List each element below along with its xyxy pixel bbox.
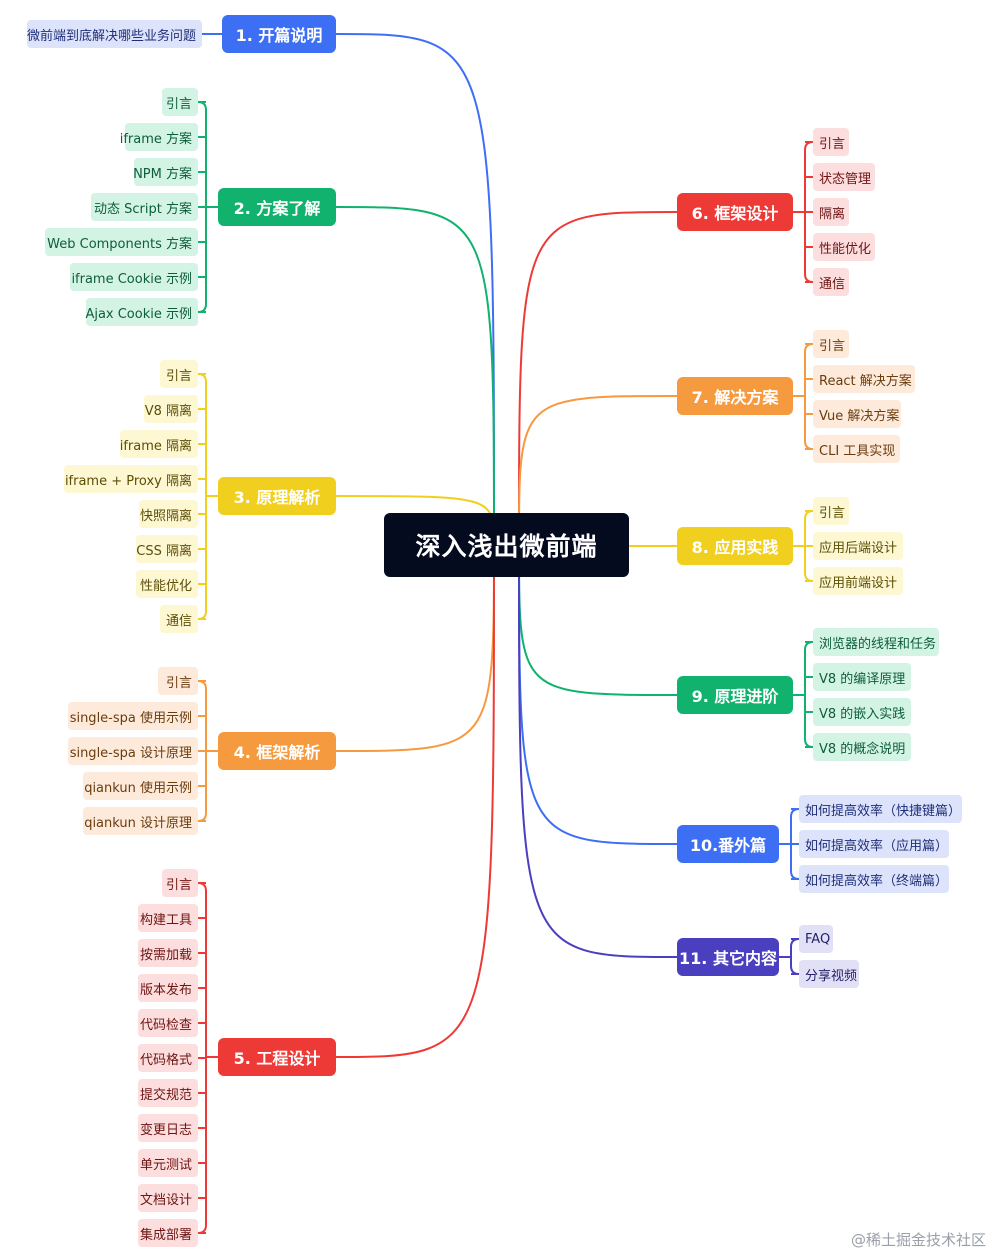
leaf-topic[interactable]: 版本发布 — [138, 974, 198, 1002]
leaf-topic[interactable]: 如何提高效率（终端篇） — [799, 865, 949, 893]
root-branch-connector — [518, 395, 678, 546]
leaf-topic[interactable]: iframe + Proxy 隔离 — [64, 465, 198, 493]
leaf-topic[interactable]: 单元测试 — [138, 1149, 198, 1177]
leaf-trunk-line — [790, 938, 800, 975]
leaf-topic[interactable]: 文档设计 — [138, 1184, 198, 1212]
leaf-topic[interactable]: V8 的编译原理 — [813, 663, 911, 691]
leaf-topic[interactable]: 变更日志 — [138, 1114, 198, 1142]
leaf-topic[interactable]: 通信 — [160, 605, 198, 633]
leaf-topic[interactable]: FAQ — [799, 925, 833, 953]
leaf-topic[interactable]: V8 隔离 — [144, 395, 198, 423]
leaf-topic[interactable]: 分享视频 — [799, 960, 859, 988]
leaf-topic[interactable]: 引言 — [813, 497, 849, 525]
leaf-topic[interactable]: 隔离 — [813, 198, 849, 226]
root-branch-connector — [335, 206, 495, 546]
leaf-topic[interactable]: 代码格式 — [138, 1044, 198, 1072]
leaf-topic[interactable]: 构建工具 — [138, 904, 198, 932]
leaf-topic[interactable]: Vue 解决方案 — [813, 400, 901, 428]
leaf-topic[interactable]: 引言 — [160, 360, 198, 388]
leaf-topic[interactable]: Web Components 方案 — [45, 228, 198, 256]
leaf-topic[interactable]: V8 的嵌入实践 — [813, 698, 911, 726]
leaf-topic[interactable]: 性能优化 — [136, 570, 198, 598]
leaf-topic[interactable]: React 解决方案 — [813, 365, 915, 393]
leaf-topic[interactable]: 应用前端设计 — [813, 567, 903, 595]
root-branch-connector — [335, 33, 495, 546]
leaf-trunk-line — [804, 641, 814, 748]
watermark: @稀土掘金技术社区 — [850, 1231, 986, 1249]
leaf-topic[interactable]: 按需加载 — [138, 939, 198, 967]
leaf-topic[interactable]: iframe Cookie 示例 — [70, 263, 198, 291]
branch-topic[interactable]: 10.番外篇 — [677, 825, 779, 863]
leaf-topic[interactable]: 应用后端设计 — [813, 532, 903, 560]
root-branch-connector — [518, 211, 678, 546]
leaf-topic[interactable]: NPM 方案 — [133, 158, 198, 186]
branch-topic[interactable]: 9. 原理进阶 — [677, 676, 793, 714]
root-branch-connector — [335, 544, 495, 1058]
branch-topic[interactable]: 4. 框架解析 — [218, 732, 336, 770]
branch-topic[interactable]: 5. 工程设计 — [218, 1038, 336, 1076]
leaf-topic[interactable]: 通信 — [813, 268, 849, 296]
leaf-topic[interactable]: 引言 — [162, 869, 198, 897]
leaf-topic[interactable]: CSS 隔离 — [136, 535, 198, 563]
leaf-topic[interactable]: CLI 工具实现 — [813, 435, 900, 463]
leaf-topic[interactable]: single-spa 使用示例 — [68, 702, 198, 730]
branch-topic[interactable]: 6. 框架设计 — [677, 193, 793, 231]
leaf-topic[interactable]: 性能优化 — [813, 233, 875, 261]
leaf-topic[interactable]: 快照隔离 — [139, 500, 198, 528]
leaf-trunk-line — [197, 373, 207, 620]
leaf-topic[interactable]: 提交规范 — [138, 1079, 198, 1107]
leaf-topic[interactable]: qiankun 使用示例 — [83, 772, 198, 800]
leaf-topic[interactable]: 引言 — [813, 330, 849, 358]
leaf-topic[interactable]: qiankun 设计原理 — [83, 807, 198, 835]
leaf-topic[interactable]: iframe 方案 — [120, 123, 198, 151]
leaf-trunk-line — [804, 343, 814, 450]
leaf-topic[interactable]: 代码检查 — [138, 1009, 198, 1037]
branch-topic[interactable]: 11. 其它内容 — [677, 938, 779, 976]
leaf-topic[interactable]: Ajax Cookie 示例 — [85, 298, 198, 326]
root-branch-connector — [518, 544, 678, 958]
branch-topic[interactable]: 3. 原理解析 — [218, 477, 336, 515]
leaf-topic[interactable]: 集成部署 — [138, 1219, 198, 1247]
leaf-topic[interactable]: 引言 — [158, 667, 198, 695]
leaf-topic[interactable]: 如何提高效率（快捷键篇） — [799, 795, 962, 823]
leaf-topic[interactable]: 如何提高效率（应用篇） — [799, 830, 949, 858]
leaf-topic[interactable]: iframe 隔离 — [120, 430, 198, 458]
leaf-topic[interactable]: 状态管理 — [813, 163, 875, 191]
branch-topic[interactable]: 2. 方案了解 — [218, 188, 336, 226]
branch-topic[interactable]: 8. 应用实践 — [677, 527, 793, 565]
leaf-topic[interactable]: V8 的概念说明 — [813, 733, 911, 761]
leaf-topic[interactable]: single-spa 设计原理 — [68, 737, 198, 765]
root-topic[interactable]: 深入浅出微前端 — [384, 513, 629, 577]
leaf-topic[interactable]: 微前端到底解决哪些业务问题 — [27, 20, 202, 48]
branch-topic[interactable]: 7. 解决方案 — [677, 377, 793, 415]
leaf-topic[interactable]: 动态 Script 方案 — [91, 193, 198, 221]
branch-topic[interactable]: 1. 开篇说明 — [222, 15, 336, 53]
leaf-topic[interactable]: 引言 — [162, 88, 198, 116]
leaf-topic[interactable]: 引言 — [813, 128, 849, 156]
leaf-topic[interactable]: 浏览器的线程和任务 — [813, 628, 939, 656]
